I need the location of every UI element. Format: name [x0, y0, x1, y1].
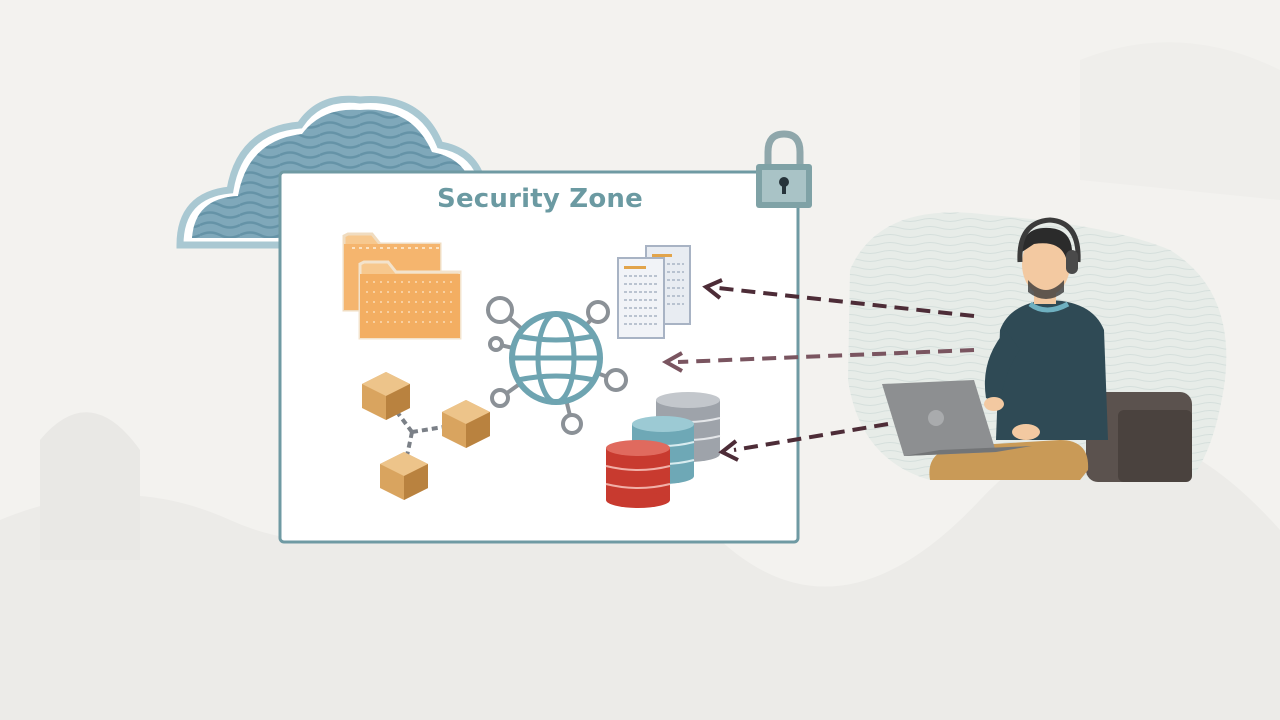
person-laptop-icon [882, 217, 1192, 482]
cube-cluster-icon [362, 372, 490, 500]
folder-icon [342, 232, 462, 340]
document-icon [617, 245, 691, 339]
globe-icon [509, 311, 603, 405]
dashed-arrow-icon [702, 278, 975, 318]
lock-icon [756, 130, 812, 208]
database-icon [605, 392, 721, 508]
dashed-arrow-icon [718, 422, 889, 462]
dashed-arrow-icon [661, 348, 975, 373]
security-zone-title: Security Zone [437, 184, 643, 214]
